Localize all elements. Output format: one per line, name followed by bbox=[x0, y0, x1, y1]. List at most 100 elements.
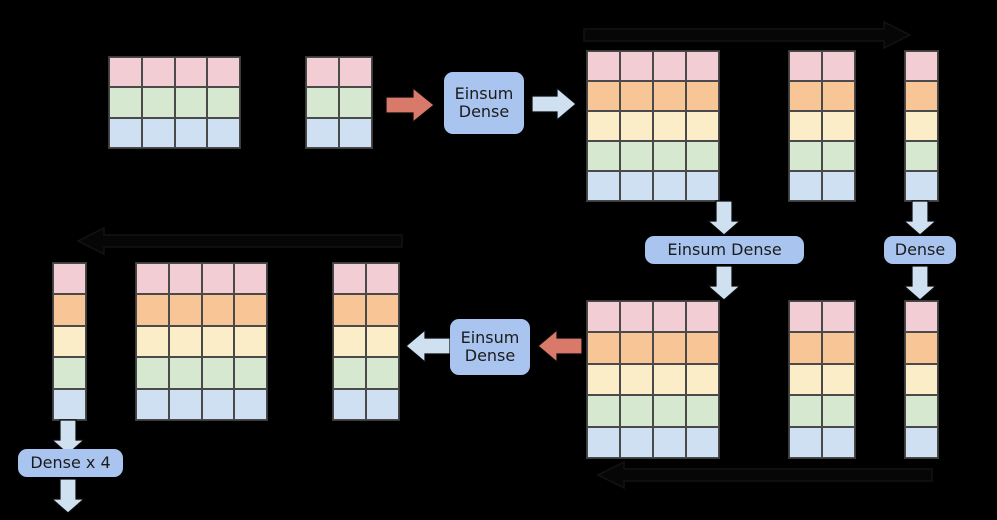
label-line: Dense bbox=[458, 102, 510, 121]
tensor-cell bbox=[822, 332, 855, 364]
tensor-cell bbox=[234, 263, 267, 295]
tensor-cell bbox=[339, 87, 372, 118]
tensor-cell bbox=[201, 294, 235, 326]
tensor-cell bbox=[822, 81, 855, 111]
arrow-down-from-einsum-mid bbox=[706, 265, 742, 301]
tensor-cell bbox=[201, 263, 235, 295]
tensor-cell bbox=[168, 263, 202, 295]
arrow-out-einsum-top bbox=[531, 86, 577, 122]
tensor-cell bbox=[789, 51, 822, 81]
tensor-cell bbox=[620, 81, 653, 111]
arrow-down-from-dense bbox=[902, 265, 938, 301]
tensor-cell bbox=[366, 294, 399, 326]
tensor-cell bbox=[686, 81, 719, 111]
tensor-cell bbox=[306, 117, 339, 148]
tensor-cell bbox=[822, 51, 855, 81]
tensor-cell bbox=[168, 357, 202, 389]
tensor-cell bbox=[587, 363, 620, 396]
tensor-cell bbox=[686, 171, 719, 201]
label-text: Einsum Dense bbox=[667, 240, 782, 260]
tensor-cell bbox=[587, 301, 620, 333]
tensor-cell bbox=[905, 301, 938, 333]
label-dense-x4[interactable]: Dense x 4 bbox=[18, 449, 123, 477]
tensor-cell bbox=[822, 395, 855, 427]
tensor-cell bbox=[168, 388, 202, 420]
tensor-cell bbox=[620, 395, 653, 427]
tensor-cell bbox=[339, 117, 372, 148]
tensor-cell bbox=[168, 294, 202, 326]
tensor-cell bbox=[366, 263, 399, 295]
tensor-cell bbox=[587, 395, 620, 427]
tensor-bottom-out-c bbox=[332, 262, 400, 421]
tensor-cell bbox=[653, 81, 686, 111]
tensor-cell bbox=[333, 357, 366, 389]
tensor-cell bbox=[587, 332, 620, 364]
tensor-cell bbox=[234, 294, 267, 326]
arrow-flow-bottom-left bbox=[596, 460, 933, 490]
tensor-cell bbox=[789, 426, 822, 458]
tensor-cell bbox=[686, 51, 719, 81]
tensor-cell bbox=[109, 87, 142, 118]
tensor-cell bbox=[174, 87, 208, 118]
tensor-cell bbox=[905, 332, 938, 364]
tensor-cell bbox=[109, 117, 142, 148]
tensor-cell bbox=[53, 388, 86, 420]
tensor-cell bbox=[905, 363, 938, 396]
arrow-into-einsum-top bbox=[385, 86, 435, 124]
tensor-cell bbox=[620, 426, 653, 458]
tensor-cell bbox=[789, 111, 822, 141]
tensor-cell bbox=[653, 426, 686, 458]
arrow-down-to-densex4 bbox=[50, 419, 86, 455]
tensor-cell bbox=[789, 301, 822, 333]
tensor-cell bbox=[789, 81, 822, 111]
tensor-cell bbox=[587, 171, 620, 201]
label-text: Dense bbox=[894, 240, 946, 260]
tensor-cell bbox=[306, 87, 339, 118]
tensor-cell bbox=[234, 357, 267, 389]
arrow-out-einsum-bottom bbox=[405, 328, 451, 364]
tensor-cell bbox=[201, 357, 235, 389]
label-einsum-dense-mid[interactable]: Einsum Dense bbox=[645, 236, 804, 264]
arrow-down-from-densex4 bbox=[50, 478, 86, 514]
tensor-cell bbox=[905, 141, 938, 171]
tensor-cell bbox=[141, 57, 175, 88]
label-einsum-dense-bottom[interactable]: Einsum Dense bbox=[450, 319, 530, 375]
arrow-down-to-einsum-mid bbox=[706, 200, 742, 236]
tensor-cell bbox=[306, 57, 339, 88]
tensor-cell bbox=[686, 332, 719, 364]
tensor-cell bbox=[686, 395, 719, 427]
tensor-cell bbox=[53, 263, 86, 295]
tensor-top-out-b bbox=[788, 50, 856, 202]
tensor-top-out-c bbox=[904, 50, 939, 202]
tensor-cell bbox=[686, 363, 719, 396]
tensor-cell bbox=[366, 357, 399, 389]
tensor-cell bbox=[174, 117, 208, 148]
label-dense-right[interactable]: Dense bbox=[884, 236, 956, 264]
tensor-cell bbox=[136, 263, 169, 295]
tensor-cell bbox=[333, 388, 366, 420]
tensor-cell bbox=[905, 395, 938, 427]
tensor-cell bbox=[653, 301, 686, 333]
tensor-cell bbox=[339, 57, 372, 88]
tensor-cell bbox=[653, 332, 686, 364]
tensor-cell bbox=[136, 388, 169, 420]
tensor-cell bbox=[587, 426, 620, 458]
tensor-cell bbox=[136, 325, 169, 358]
tensor-cell bbox=[789, 171, 822, 201]
tensor-cell bbox=[686, 111, 719, 141]
tensor-cell bbox=[686, 426, 719, 458]
label-line: Einsum bbox=[460, 328, 520, 348]
label-einsum-dense-top[interactable]: Einsum Dense bbox=[444, 72, 524, 134]
tensor-cell bbox=[587, 51, 620, 81]
tensor-cell bbox=[653, 171, 686, 201]
tensor-cell bbox=[587, 81, 620, 111]
tensor-cell bbox=[207, 87, 240, 118]
tensor-top-input-a bbox=[108, 56, 241, 149]
arrow-down-to-dense bbox=[902, 200, 938, 236]
tensor-cell bbox=[789, 141, 822, 171]
tensor-cell bbox=[653, 363, 686, 396]
tensor-top-input-b bbox=[305, 56, 373, 149]
tensor-cell bbox=[822, 141, 855, 171]
tensor-cell bbox=[822, 111, 855, 141]
